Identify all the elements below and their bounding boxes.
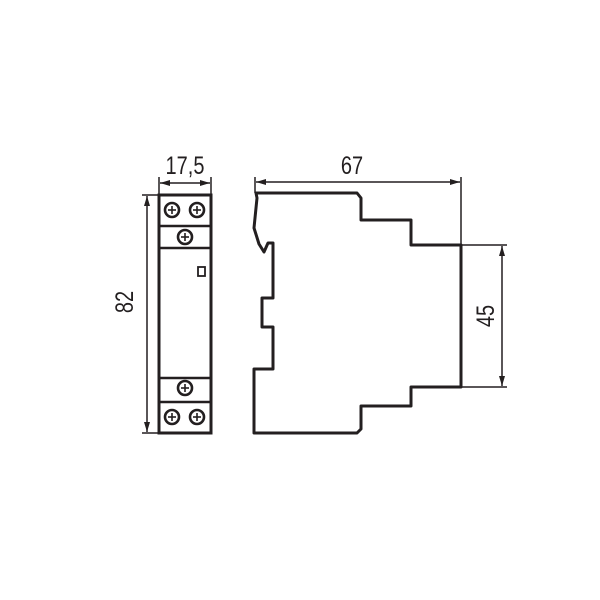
- screw-icon: [188, 201, 206, 219]
- front-view: [157, 193, 213, 435]
- screw-icon: [176, 379, 194, 397]
- dimension-height: 82: [111, 194, 159, 434]
- screw-icon: [176, 228, 194, 246]
- dimension-label-height: 82: [111, 291, 139, 313]
- screws: [163, 201, 206, 426]
- indicator-window: [197, 266, 206, 277]
- screw-icon: [188, 408, 206, 426]
- dimension-label-width: 17,5: [166, 152, 205, 180]
- dimension-label-depth: 67: [341, 152, 363, 180]
- side-outline: [252, 191, 463, 435]
- dimension-front-height: 45: [461, 244, 507, 388]
- screw-icon: [163, 201, 181, 219]
- dimension-label-front-height: 45: [472, 305, 500, 327]
- front-outline: [157, 193, 213, 435]
- dimension-width: 17,5: [158, 152, 212, 195]
- screw-icon: [163, 408, 181, 426]
- dimension-depth: 67: [254, 152, 462, 245]
